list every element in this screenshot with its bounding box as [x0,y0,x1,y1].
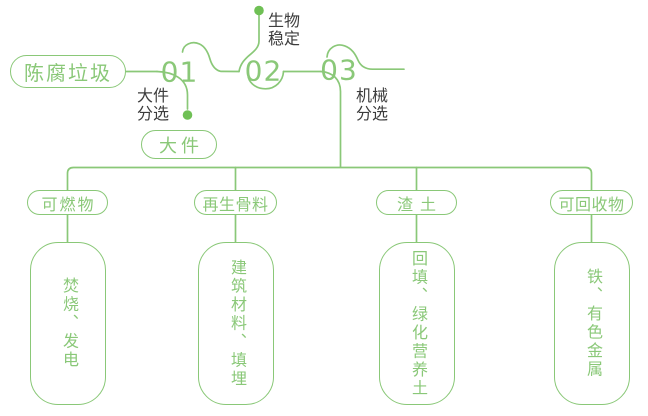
source-node: 陈腐垃圾 [10,55,126,88]
step-02-number: 02 [244,54,283,88]
step02-arc [247,70,285,90]
step-01-label: 大件 分选 [137,88,169,125]
disposal-text-aggregate: 建筑材料、填埋 [228,258,245,389]
step03-arc-and-exit-line [326,44,405,71]
step02-branch-up-line [238,14,260,73]
biostab-branch-dot [254,5,264,16]
category-node-aggregate: 再生骨料 [194,190,277,215]
bulky-branch-dot [182,110,193,120]
step-02-label: 生物 稳定 [268,13,300,50]
disposal-node-aggregate: 建筑材料、填埋 [198,242,274,405]
disposal-node-recyclable: 铁、有色金属 [554,242,630,405]
category-node-slag: 渣土 [376,190,457,215]
step01-arc [181,41,240,73]
step-01-label-line2: 分选 [137,106,170,124]
disposal-text-combustible: 焚烧、发电 [60,277,77,370]
step03-branch-down-line [320,70,342,168]
step-03-label-line1: 机械 [356,88,389,105]
disposal-node-combustible: 焚烧、发电 [30,242,106,405]
bulky-output-node: 大件 [141,130,217,159]
disposal-text-slag: 回填、绿化营养土 [409,249,426,398]
disposal-node-slag: 回填、绿化营养土 [379,242,455,405]
step-02-label-line1: 生物 [268,13,301,30]
step01-branch-down-line [156,70,189,110]
step-01-label-line1: 大件 [137,88,170,105]
step-03-label-line2: 分选 [356,106,389,124]
category-node-recyclable: 可回收物 [550,190,633,215]
category-node-combustible: 可燃物 [27,190,108,215]
step-03-number: 03 [320,53,358,87]
step-02-label-line2: 稳定 [268,31,301,49]
distribution-bar [66,166,593,191]
step-03-label: 机械 分选 [356,88,388,125]
step-01-number: 01 [160,55,199,88]
disposal-text-recyclable: 铁、有色金属 [584,268,601,379]
